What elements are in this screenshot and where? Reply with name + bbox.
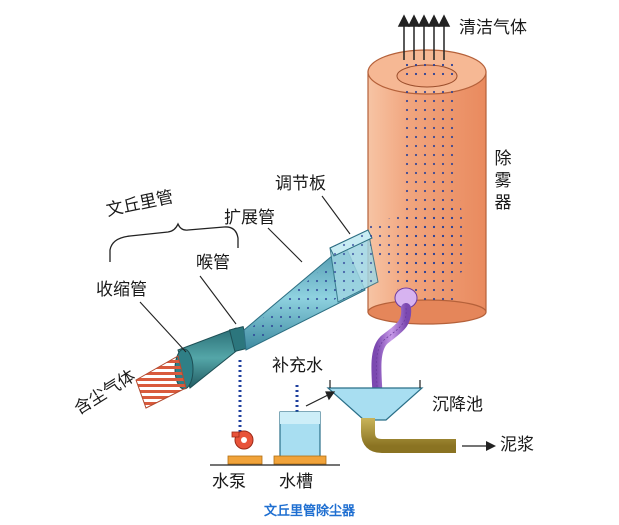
diffuser-label: 扩展管	[224, 208, 275, 228]
pump-icon	[231, 430, 254, 450]
venturi-brace	[109, 222, 239, 262]
pump-label: 水泵	[212, 472, 246, 492]
throat-label: 喉管	[196, 253, 230, 273]
converging-label: 收缩管	[96, 280, 147, 300]
pump-base	[227, 455, 263, 465]
demister-tower	[367, 49, 487, 325]
drain-pipe	[371, 287, 418, 405]
water-tank	[279, 411, 321, 459]
demister-label: 除雾器	[494, 149, 512, 213]
settling-tank-label: 沉降池	[432, 395, 483, 415]
water-lines	[238, 360, 299, 432]
settling-tank	[326, 380, 424, 421]
figure-caption: 文丘里管除尘器	[263, 504, 355, 519]
water-tank-label: 水槽	[279, 472, 313, 492]
makeup-water-arrow	[305, 391, 336, 407]
sludge-pipe	[361, 418, 496, 453]
makeup-water-label: 补充水	[272, 356, 323, 376]
clean-gas-arrows	[397, 14, 451, 60]
spray-region	[365, 200, 470, 290]
tank-base	[273, 455, 327, 465]
adjust-plate-label: 调节板	[275, 174, 326, 194]
clean-gas-label: 清洁气体	[459, 18, 527, 38]
converging-section	[174, 327, 241, 390]
sludge-label: 泥浆	[500, 435, 534, 455]
dusty-gas-inlet	[135, 355, 187, 409]
leader-lines	[139, 195, 351, 353]
adjust-plate-box	[329, 229, 379, 303]
